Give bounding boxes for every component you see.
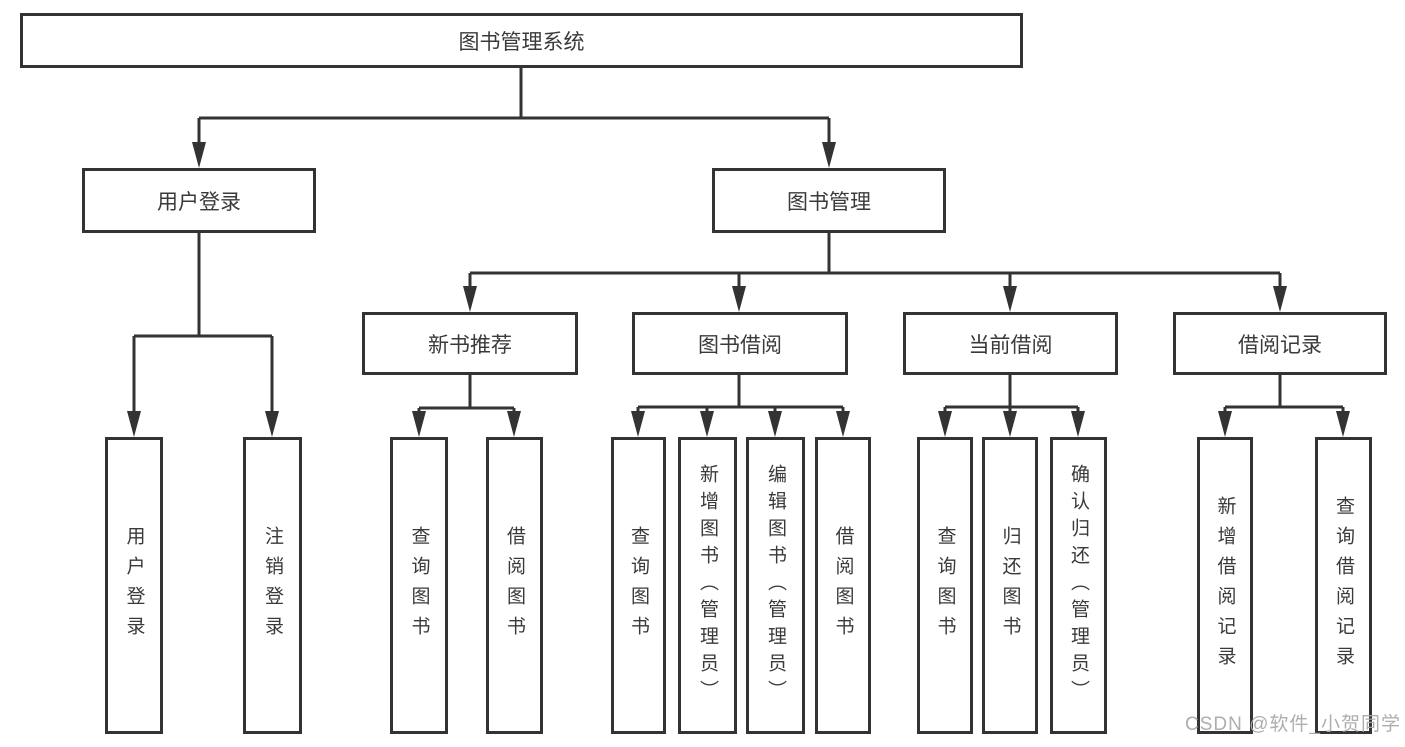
- node-label: 注销登录: [262, 525, 283, 646]
- node-label: 归还图书: [999, 525, 1021, 646]
- node-leaf-borrow-book-rec: 借阅图书: [486, 437, 543, 734]
- node-leaf-add-book-admin: 新增图书（管理员）: [678, 437, 737, 734]
- node-leaf-query-borrow-record: 查询借阅记录: [1315, 437, 1372, 734]
- node-label: 用户登录: [123, 525, 145, 646]
- node-root-system: 图书管理系统: [20, 13, 1023, 68]
- node-leaf-query-book-rec: 查询图书: [390, 437, 448, 734]
- node-borrowing-records: 借阅记录: [1173, 312, 1387, 375]
- node-label: 查询图书: [934, 525, 956, 646]
- node-leaf-borrow-book-bb: 借阅图书: [815, 437, 871, 734]
- node-user-login-branch: 用户登录: [82, 168, 316, 233]
- node-book-management-branch: 图书管理: [712, 168, 946, 233]
- node-leaf-return-book: 归还图书: [982, 437, 1038, 734]
- arrowheads: [127, 142, 1350, 437]
- csdn-watermark: CSDN @软件_小贺同学: [1185, 714, 1401, 735]
- node-leaf-confirm-return-admin: 确认归还（管理员）: [1050, 437, 1107, 734]
- node-leaf-query-book-bb: 查询图书: [611, 437, 666, 734]
- node-current-borrowing: 当前借阅: [903, 312, 1118, 375]
- node-label: 编辑图书（管理员）: [765, 464, 786, 707]
- node-leaf-add-borrow-record: 新增借阅记录: [1197, 437, 1253, 734]
- node-leaf-query-book-cb: 查询图书: [917, 437, 973, 734]
- node-label: 借阅图书: [504, 525, 525, 646]
- node-leaf-edit-book-admin: 编辑图书（管理员）: [746, 437, 805, 734]
- node-label: 借阅图书: [832, 525, 854, 646]
- node-book-borrowing: 图书借阅: [632, 312, 848, 375]
- node-label: 查询图书: [408, 525, 430, 646]
- node-leaf-user-login: 用户登录: [105, 437, 163, 734]
- node-label: 查询图书: [628, 525, 649, 646]
- node-new-book-recommendation: 新书推荐: [362, 312, 578, 375]
- node-label: 新增借阅记录: [1214, 495, 1236, 676]
- node-label: 确认归还（管理员）: [1068, 464, 1089, 707]
- node-label: 查询借阅记录: [1333, 495, 1354, 676]
- node-leaf-logout: 注销登录: [243, 437, 302, 734]
- node-label: 新增图书（管理员）: [697, 464, 718, 707]
